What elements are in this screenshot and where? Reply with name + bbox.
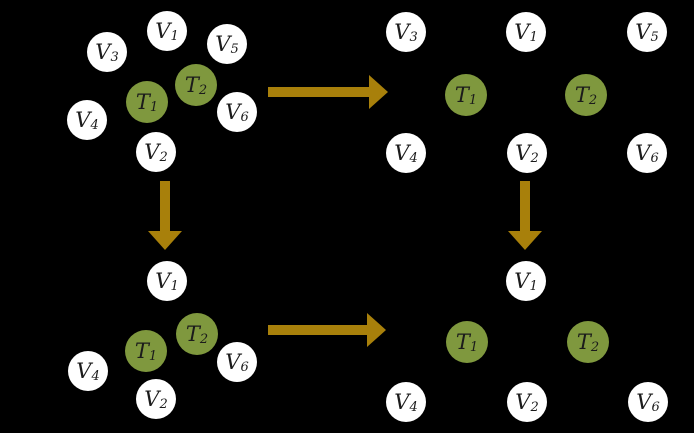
arrow-top-right-to-bottom-right bbox=[508, 181, 542, 250]
arrow-top-left-to-bottom-left bbox=[148, 181, 182, 250]
arrow-top-left-to-top-right bbox=[268, 75, 388, 109]
arrow-bottom-left-to-bottom-right bbox=[268, 313, 386, 347]
